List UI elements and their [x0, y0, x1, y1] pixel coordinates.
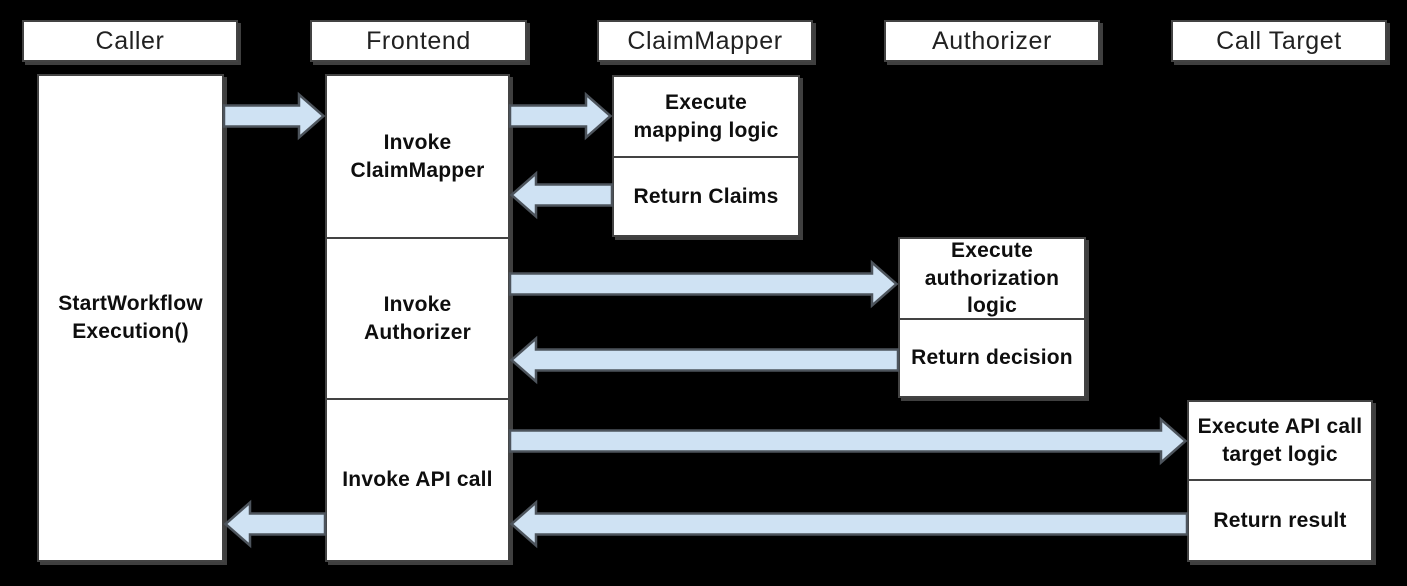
step-return-claims: Return Claims: [614, 156, 798, 235]
arrow-frontend-to-authorizer: [508, 259, 899, 309]
activation-authorizer: Execute authorization logic Return decis…: [898, 237, 1086, 398]
step-invoke-api-call: Invoke API call: [327, 398, 508, 560]
lifeline-header-call-target: Call Target: [1171, 20, 1387, 62]
lifeline-header-caller: Caller: [22, 20, 238, 62]
step-invoke-authorizer: Invoke Authorizer: [327, 237, 508, 398]
lifeline-header-frontend: Frontend: [310, 20, 527, 62]
activation-claim-mapper: Execute mapping logic Return Claims: [612, 75, 800, 237]
arrow-caller-to-frontend: [222, 91, 326, 141]
lifeline-header-claim-mapper: ClaimMapper: [597, 20, 813, 62]
step-return-decision: Return decision: [900, 318, 1084, 396]
arrow-frontend-to-claim-mapper: [508, 91, 613, 141]
step-return-result: Return result: [1189, 479, 1371, 560]
activation-frontend: Invoke ClaimMapper Invoke Authorizer Inv…: [325, 74, 510, 562]
arrow-frontend-to-caller: [223, 499, 327, 549]
arrow-frontend-to-call-target: [508, 416, 1188, 466]
step-execute-authorization-logic: Execute authorization logic: [924, 238, 1060, 318]
lifeline-header-authorizer: Authorizer: [884, 20, 1100, 62]
activation-caller: StartWorkflow Execution(): [37, 74, 224, 562]
arrow-call-target-to-frontend: [509, 499, 1189, 549]
activation-call-target: Execute API call target logic Return res…: [1187, 400, 1373, 562]
step-invoke-claim-mapper: Invoke ClaimMapper: [350, 130, 485, 182]
step-start-workflow-execution: StartWorkflow Execution(): [58, 292, 203, 343]
step-execute-mapping-logic: Execute mapping logic: [633, 90, 779, 142]
step-execute-api-call-target-logic: Execute API call target logic: [1197, 414, 1363, 466]
arrow-authorizer-to-frontend: [509, 335, 900, 385]
arrow-claim-mapper-to-frontend: [509, 170, 614, 220]
